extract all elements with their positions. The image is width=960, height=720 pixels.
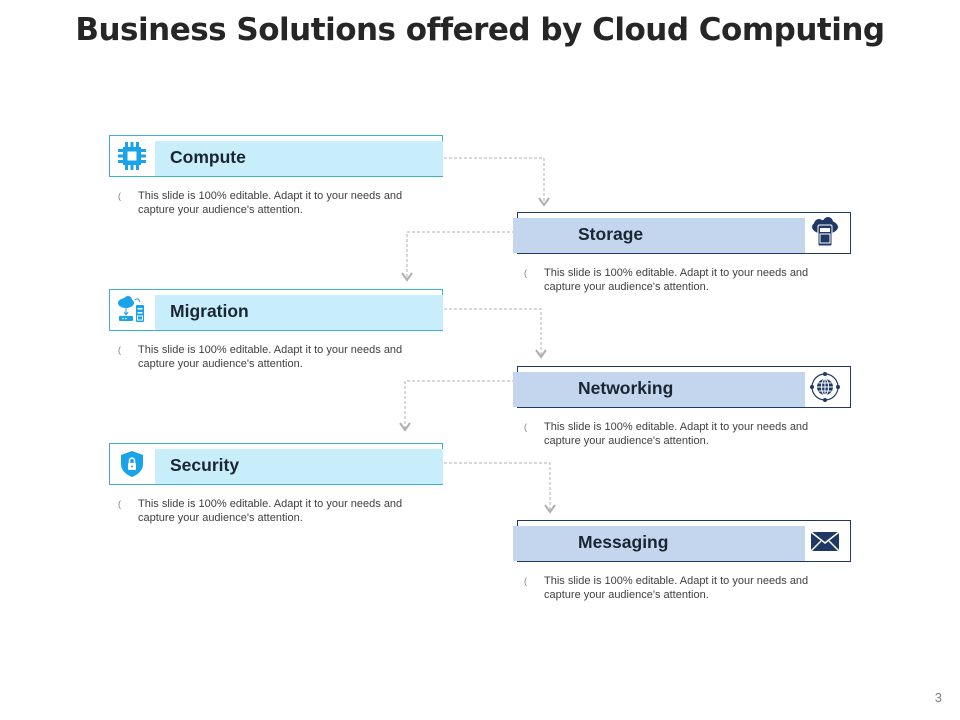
card-networking: Networking: [513, 366, 851, 408]
description-text: This slide is 100% editable. Adapt it to…: [544, 575, 809, 601]
description-text: This slide is 100% editable. Adapt it to…: [138, 498, 403, 524]
cpu-chip-icon: [115, 140, 149, 172]
description-text: This slide is 100% editable. Adapt it to…: [544, 421, 809, 447]
card-label: Security: [170, 455, 240, 475]
description-text: This slide is 100% editable. Adapt it to…: [138, 190, 403, 216]
cloud-migration-icon: [115, 294, 149, 326]
card-migration: Migration: [109, 289, 443, 331]
connector-security-messaging: [444, 462, 556, 514]
description-messaging: ( This slide is 100% editable. Adapt it …: [524, 574, 844, 602]
card-label: Migration: [170, 301, 249, 321]
connector-compute-storage: [444, 157, 550, 207]
connector-migration-networking: [444, 308, 547, 359]
connector-storage-migration: [401, 231, 515, 282]
envelope-icon: [808, 525, 842, 557]
shield-lock-icon: [115, 448, 149, 480]
cloud-storage-icon: [808, 217, 842, 249]
description-storage: ( This slide is 100% editable. Adapt it …: [524, 266, 844, 294]
slide-title: Business Solutions offered by Cloud Comp…: [75, 12, 885, 48]
description-networking: ( This slide is 100% editable. Adapt it …: [524, 420, 844, 448]
card-label: Storage: [578, 224, 644, 244]
bullet-marker: (: [118, 191, 121, 201]
card-storage: Storage: [513, 212, 851, 254]
bullet-marker: (: [524, 422, 527, 432]
card-label: Networking: [578, 378, 674, 398]
description-compute: ( This slide is 100% editable. Adapt it …: [118, 189, 438, 217]
card-messaging: Messaging: [513, 520, 851, 562]
description-security: ( This slide is 100% editable. Adapt it …: [118, 497, 438, 525]
connector-networking-security: [399, 380, 515, 432]
bullet-marker: (: [118, 345, 121, 355]
card-security: Security: [109, 443, 443, 485]
bullet-marker: (: [118, 499, 121, 509]
bullet-marker: (: [524, 576, 527, 586]
description-migration: ( This slide is 100% editable. Adapt it …: [118, 343, 438, 371]
description-text: This slide is 100% editable. Adapt it to…: [138, 344, 403, 370]
card-compute: Compute: [109, 135, 443, 177]
card-label: Messaging: [578, 532, 669, 552]
bullet-marker: (: [524, 268, 527, 278]
description-text: This slide is 100% editable. Adapt it to…: [544, 267, 809, 293]
page-number: 3: [934, 690, 942, 705]
card-label: Compute: [170, 147, 246, 167]
globe-network-icon: [808, 371, 842, 403]
